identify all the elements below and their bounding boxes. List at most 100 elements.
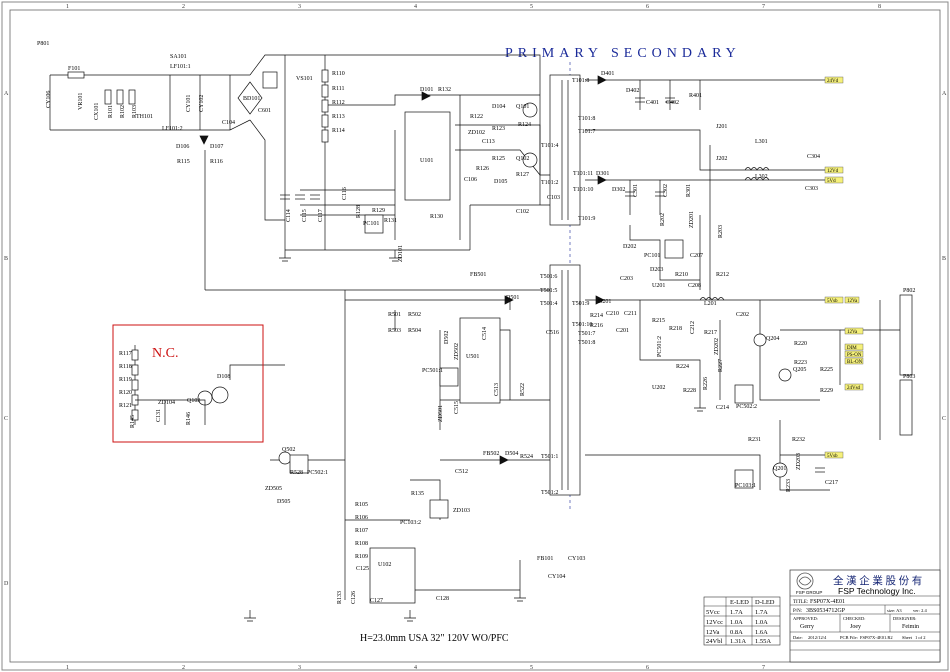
ref-label: R124	[518, 122, 531, 128]
ref-label: VR101	[78, 93, 84, 110]
ref-label: T101:11	[573, 171, 593, 177]
ref-label: C304	[807, 154, 820, 160]
ref-label: R117	[119, 351, 132, 357]
ref-label: ZD502	[454, 343, 460, 360]
ref-label: R522	[520, 383, 526, 396]
ref-label: PC502:1	[307, 470, 328, 476]
ref-label: P802	[903, 288, 915, 294]
pn-label: P/N:	[793, 609, 802, 614]
company-name-cn: 全 漢 企 業 股 份 有	[833, 574, 922, 587]
ref-label: R133	[337, 591, 343, 604]
table-cell: 0.8A	[730, 629, 743, 636]
ref-label: C516	[546, 330, 559, 336]
col-number: 1	[66, 4, 69, 10]
net-tag: BL-ON	[847, 360, 863, 365]
ref-label: Q101	[516, 104, 529, 110]
checked-value: Joey	[850, 624, 861, 630]
sheet-label: Sheet	[902, 635, 913, 640]
ref-label: C202	[736, 312, 749, 318]
ref-label: R132	[438, 87, 451, 93]
ref-label: R120	[119, 390, 132, 396]
ref-label: R103	[132, 105, 138, 118]
table-cell: 1.0A	[730, 619, 743, 626]
company-name-en: FSP Technology Inc.	[838, 586, 916, 596]
ref-label: U202	[652, 385, 665, 391]
ref-label: D301	[596, 171, 609, 177]
net-tag: 12Va	[847, 330, 858, 335]
table-header: E-LED	[730, 599, 749, 606]
ref-label: PC502:2	[736, 404, 757, 410]
ref-label: R119	[119, 377, 132, 383]
ref-label: R216	[590, 323, 603, 329]
ref-label: T501:9	[572, 301, 589, 307]
ref-label: R127	[516, 172, 529, 178]
ref-label: PC101	[644, 253, 660, 259]
ref-label: R524	[520, 454, 533, 460]
net-tag: 12Va	[847, 299, 858, 304]
ref-label: R228	[683, 388, 696, 394]
ref-label: R528	[290, 470, 303, 476]
ref-label: R232	[792, 437, 805, 443]
ref-label: C514	[482, 327, 488, 340]
ref-label: D106	[176, 144, 189, 150]
ref-label: R229	[820, 388, 833, 394]
ref-label: F101	[68, 66, 80, 72]
ref-label: T101:9	[578, 216, 595, 222]
ref-label: R502	[408, 312, 421, 318]
ref-label: D504	[505, 451, 518, 457]
ref-label: R214	[590, 313, 603, 319]
primary-secondary-banner: PRIMARY SECONDARY	[505, 46, 741, 61]
ref-label: C104	[222, 120, 235, 126]
ref-label: R226	[703, 377, 709, 390]
ref-label: C114	[286, 209, 292, 222]
ref-label: PC501:2	[657, 336, 663, 357]
ref-label: T101:7	[578, 129, 595, 135]
ref-label: C211	[624, 311, 637, 317]
ref-label: FB501	[470, 272, 486, 278]
net-tag: 5Vsb	[827, 454, 838, 459]
table-cell: 1.31A	[730, 638, 746, 645]
ref-label: T501:10	[572, 322, 592, 328]
regulator-u102	[369, 547, 416, 604]
table-cell: 5Vcc	[706, 609, 720, 616]
ref-label: C208	[688, 283, 701, 289]
ref-label: C203	[620, 276, 633, 282]
net-tag: DIM	[847, 346, 857, 351]
transformer-t501	[549, 264, 581, 496]
ref-label: R504	[408, 328, 421, 334]
ref-label: ZD103	[453, 508, 470, 514]
ref-label: D401	[601, 71, 614, 77]
ref-label: R202	[660, 213, 666, 226]
ref-label: R111	[332, 86, 345, 92]
ref-label: R108	[355, 541, 368, 547]
ref-label: D502	[444, 331, 450, 344]
ref-label: FB101	[537, 556, 553, 562]
ref-label: R125	[492, 156, 505, 162]
ref-label: C512	[455, 469, 468, 475]
net-tag: 5Vsb	[827, 299, 838, 304]
col-number: 6	[646, 665, 649, 671]
ref-label: R114	[332, 128, 345, 134]
secondary-labels: T101:8 D401 D402 C401 C402 R401 T101:8 T…	[540, 71, 915, 496]
ref-label: R121	[119, 403, 132, 409]
net-tag: 24Vsd	[847, 386, 861, 391]
approved-value: Gerry	[800, 624, 814, 630]
ref-label: C117	[318, 209, 324, 222]
nc-region-parts	[131, 345, 206, 425]
ref-label: T501:5	[540, 288, 557, 294]
ref-label: C217	[825, 480, 838, 486]
ref-label: C102	[516, 209, 529, 215]
ref-label: T101:4	[541, 143, 558, 149]
table-cell: 1.7A	[755, 609, 768, 616]
ref-label: U201	[652, 283, 665, 289]
ref-label: D302	[612, 187, 625, 193]
ref-label: R223	[794, 360, 807, 366]
row-letter: B	[942, 256, 946, 262]
ref-label: T501:2	[541, 490, 558, 496]
ref-label: D107	[210, 144, 223, 150]
ref-label: L302	[755, 174, 768, 180]
ref-label: R113	[332, 114, 345, 120]
ref-label: R122	[470, 114, 483, 120]
ref-label: CY101	[186, 95, 192, 112]
